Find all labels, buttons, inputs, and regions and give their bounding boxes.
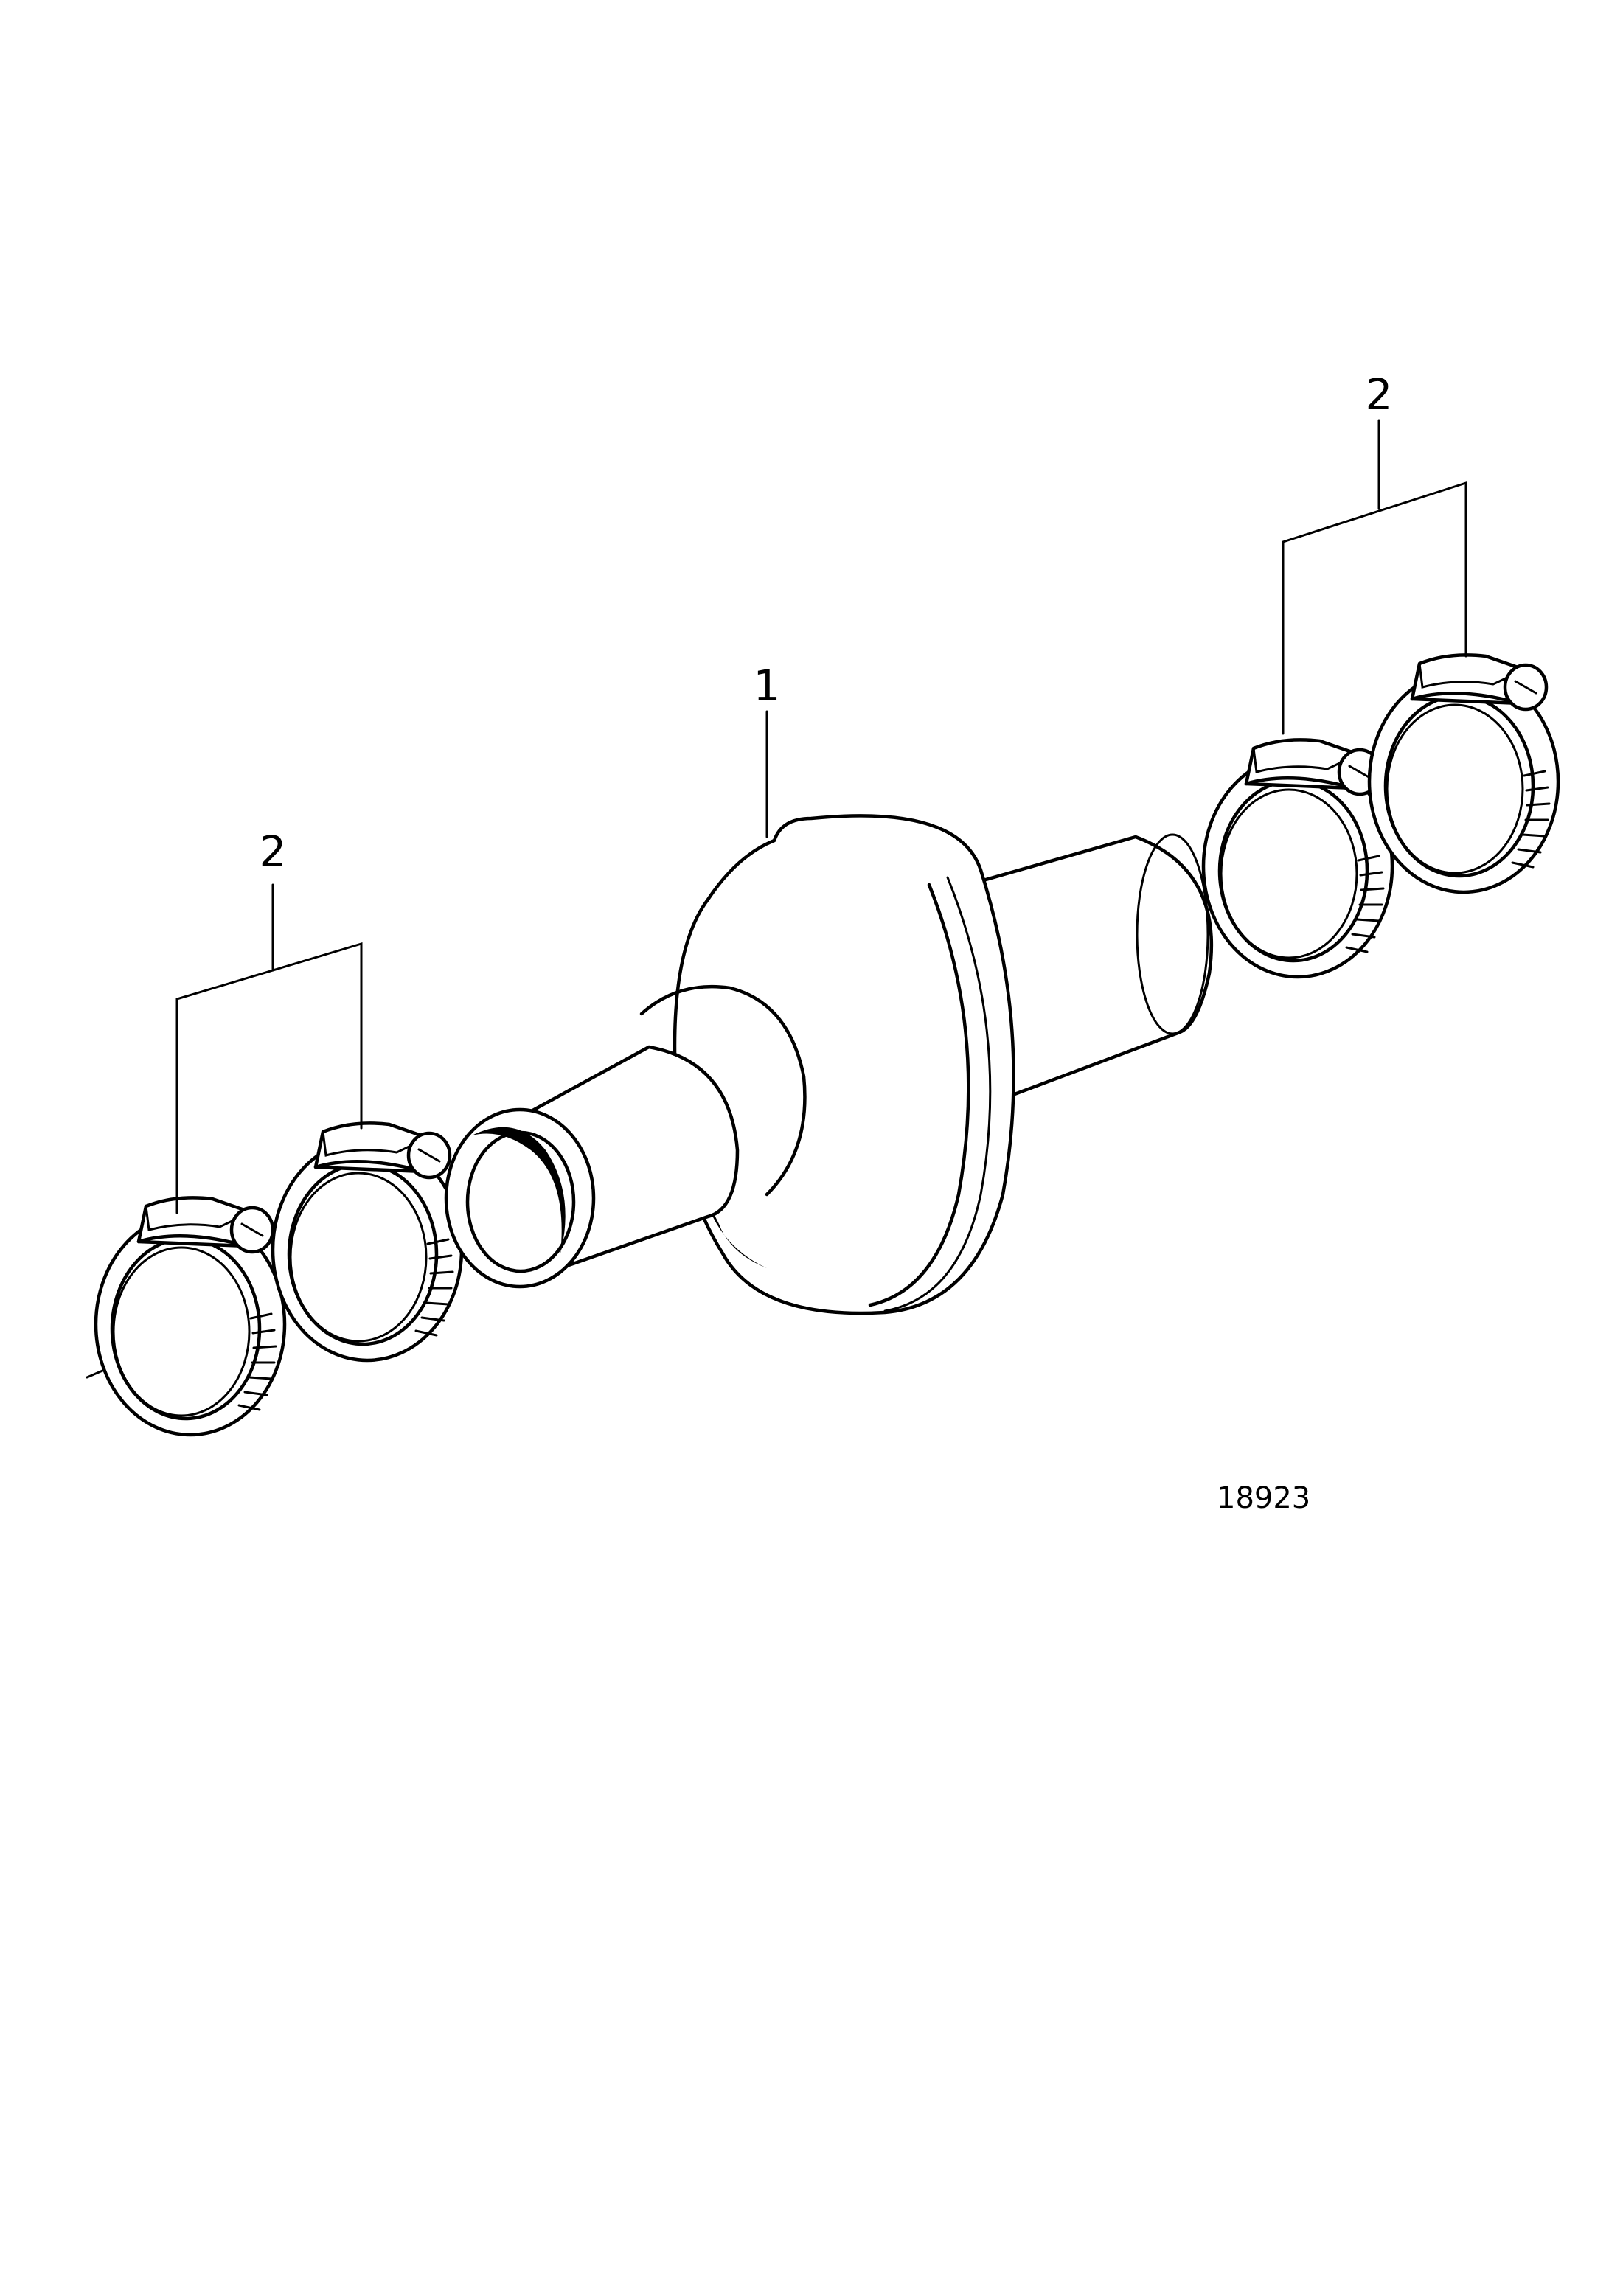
callout-2-right: 2 — [1366, 369, 1393, 420]
hose-clamp-left-outer — [96, 1197, 285, 1435]
figure-number: 18923 — [1217, 1481, 1310, 1515]
hose-clamp-right-inner — [1203, 740, 1392, 977]
callout-1: 1 — [754, 661, 781, 711]
callout-2-left: 2 — [260, 827, 287, 877]
leader-lines — [175, 419, 1467, 1214]
hose-clamp-right-outer — [1369, 655, 1558, 892]
silencer-body — [444, 814, 1214, 1315]
hose-clamp-left-inner — [273, 1123, 462, 1360]
